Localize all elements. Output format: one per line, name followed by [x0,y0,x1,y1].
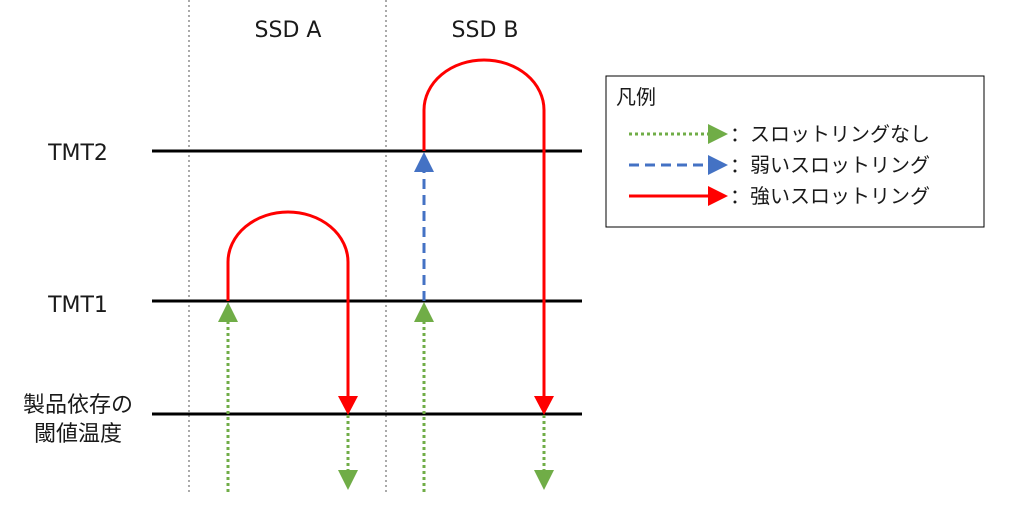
ssd-a-no-throttling-up-arrowhead [218,302,238,322]
column-header-ssd-a: SSD A [255,18,322,43]
ssd-b-no-throttling-down-arrowhead [534,470,554,490]
row-label-threshold-line1: 製品依存の [23,393,133,418]
ssd-a-strong-throttling-arrowhead [338,396,358,415]
legend-no-throttling-label: ：スロットリングなし [730,122,930,146]
legend: 凡例 ：スロットリングなし ：弱いスロットリング ：強いスロットリング [605,75,985,228]
ssd-a-no-throttling-down-arrowhead [338,470,358,490]
ssd-b-strong-throttling-arch [422,58,546,397]
column-header-ssd-b: SSD B [452,18,519,43]
legend-box [605,75,985,228]
legend-weak-throttling-arrowhead [708,155,728,175]
row-label-tmt2: TMT2 [47,141,108,166]
legend-strong-throttling-label: ：強いスロットリング [730,184,930,208]
ssd-b-weak-throttling-arrowhead [414,152,434,172]
legend-weak-throttling-label: ：弱いスロットリング [730,153,930,177]
ssd-b-strong-throttling-arrowhead [534,396,554,415]
ssd-b-no-throttling-up-arrowhead [414,302,434,322]
legend-no-throttling-arrowhead [708,124,728,144]
ssd-a-strong-throttling-arch [226,210,350,397]
legend-title: 凡例 [616,85,656,109]
row-label-threshold-line2: 閾値温度 [34,422,122,447]
row-label-tmt1: TMT1 [47,293,108,318]
legend-strong-throttling-arrowhead [708,186,728,206]
